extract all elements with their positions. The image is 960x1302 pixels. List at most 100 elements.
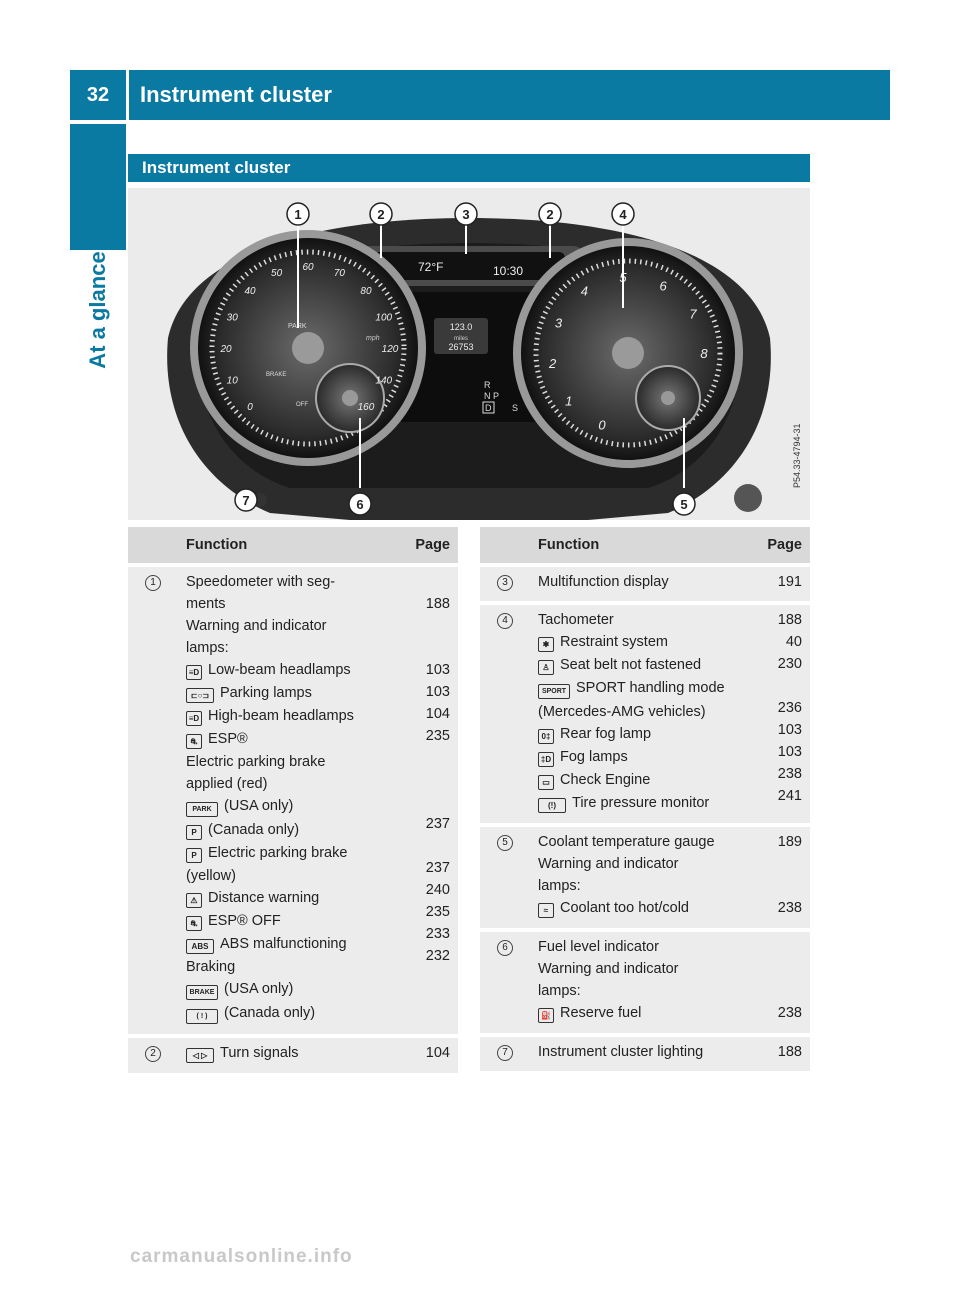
tacho-tick-label: 6 — [659, 279, 667, 294]
row-number-cell: 7 — [480, 1033, 530, 1071]
speedo-tick-label: 10 — [227, 375, 239, 386]
tacho-hub — [612, 337, 644, 369]
page-header-cell: Page — [750, 527, 810, 565]
page-line — [758, 960, 802, 978]
page-ref: 103 — [777, 744, 802, 760]
function-text: Speedometer with seg- — [186, 574, 336, 590]
page-ref: 238 — [777, 900, 802, 916]
function-cell: Multifunction display — [530, 563, 750, 603]
function-text: lamps: — [538, 878, 581, 894]
callout-number: 2 — [546, 207, 553, 222]
warning-lamp-icon: (!) — [538, 798, 566, 813]
page-line: 191 — [758, 573, 802, 591]
page-cell: 189 238 — [750, 823, 810, 930]
warning-lamp-icon: ✱ — [538, 637, 554, 652]
warning-lamp-icon: ♙ — [538, 660, 554, 675]
callout-circle — [348, 492, 372, 516]
warning-lamp-icon: ▭ — [538, 775, 554, 790]
page-number: 32 — [86, 84, 110, 106]
function-text: Fuel level indicator — [538, 939, 659, 955]
page-line — [406, 969, 450, 987]
page-line — [758, 855, 802, 873]
function-line: Coolant temperature gauge — [538, 833, 742, 851]
function-text: Low-beam headlamps — [208, 662, 351, 678]
page-line: 103 — [406, 661, 450, 679]
function-text: Warning and indicator — [538, 961, 679, 977]
function-line: BRAKE(USA only) — [186, 980, 390, 1000]
function-line: (Mercedes-AMG vehicles) — [538, 703, 742, 721]
function-text: (USA only) — [224, 798, 294, 814]
function-text: Warning and indicator — [186, 618, 327, 634]
warning-lamp-icon: ≡D — [186, 665, 202, 680]
page-line: 189 — [758, 833, 802, 851]
speedometer: PARK BRAKE OFF mph 010203040506070801001… — [190, 230, 426, 466]
callout-circle — [538, 202, 562, 226]
function-line: (!)Tire pressure monitor — [538, 794, 742, 813]
page-line — [406, 573, 450, 591]
page-line: 240 — [406, 881, 450, 899]
function-text: (Mercedes-AMG vehicles) — [538, 704, 706, 720]
function-text: applied (red) — [186, 776, 268, 792]
function-line: ⛐ESP® — [186, 730, 390, 749]
page-ref: 238 — [777, 1005, 802, 1021]
speed-unit: mph — [366, 335, 380, 342]
function-text: ESP® — [208, 731, 248, 747]
page-line: 103 — [406, 683, 450, 701]
odometer-unit: miles — [454, 336, 468, 342]
page-line — [406, 617, 450, 635]
function-text: ESP® OFF — [208, 913, 281, 929]
function-line: Electric parking brake — [186, 753, 390, 771]
callout-number: 6 — [356, 497, 363, 512]
page-ref: 188 — [777, 612, 802, 628]
function-line: ♙Seat belt not fastened — [538, 656, 742, 675]
page-line: 238 — [758, 765, 802, 783]
function-text: Fog lamps — [560, 749, 628, 765]
instrument-cluster-figure: 72°F 10:30 123.0 miles 26753 R N P D S P… — [128, 188, 810, 520]
function-line: ≡D Low-beam headlamps — [186, 661, 390, 680]
warning-lamp-icon: BRAKE — [186, 985, 218, 1000]
page-line: 232 — [406, 947, 450, 965]
page-title: Instrument cluster — [140, 82, 332, 107]
warning-lamp-icon: SPORT — [538, 684, 570, 699]
row-number: 1 — [145, 575, 161, 591]
function-line: ⊏○⊐Parking lamps — [186, 684, 390, 703]
page-ref: 232 — [425, 948, 450, 964]
function-text: ABS malfunctioning — [220, 936, 347, 952]
outside-temp: 72°F — [418, 260, 443, 274]
page-header: 32 Instrument cluster — [70, 70, 890, 120]
section-title: Instrument cluster — [142, 158, 291, 177]
function-text: Check Engine — [560, 772, 651, 788]
callout-number: 7 — [242, 493, 249, 508]
total-odometer: 26753 — [448, 342, 473, 352]
speedo-tick-label: 20 — [219, 344, 232, 355]
page-ref: 233 — [425, 926, 450, 942]
function-header: Function — [178, 527, 398, 565]
callout-circle — [234, 488, 258, 512]
trip-odometer: 123.0 — [450, 322, 473, 332]
speaker-grille — [734, 484, 762, 512]
page-line: 104 — [406, 705, 450, 723]
function-line: ⚠Distance warning — [186, 889, 390, 908]
page-line: 241 — [758, 787, 802, 805]
page-line — [406, 837, 450, 855]
function-text: Restraint system — [560, 634, 668, 650]
speedo-tick-label: 50 — [271, 268, 283, 279]
page-line — [758, 677, 802, 695]
tacho-tick-label: 8 — [700, 346, 708, 361]
row-number-cell: 6 — [480, 928, 530, 1035]
page-line — [406, 639, 450, 657]
speedo-hub — [292, 332, 324, 364]
row-number-cell: 3 — [480, 563, 530, 603]
page-line: 238 — [758, 899, 802, 917]
page-line: 233 — [406, 925, 450, 943]
page-line: 103 — [758, 721, 802, 739]
page-ref: 188 — [425, 596, 450, 612]
